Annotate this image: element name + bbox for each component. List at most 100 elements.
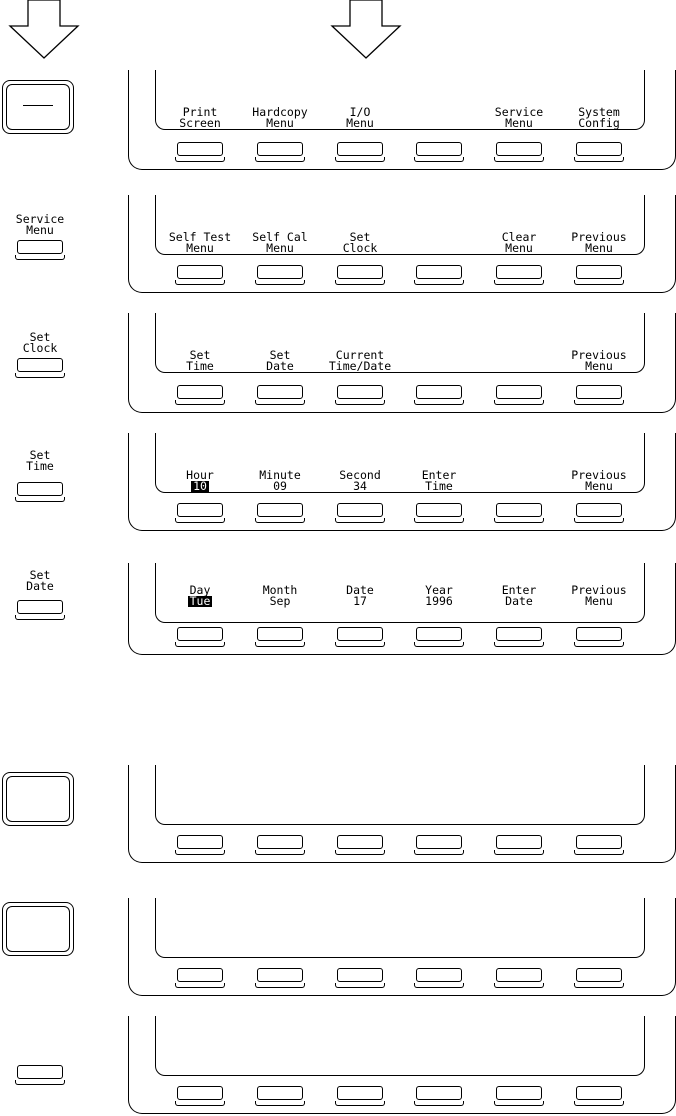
softkey-button-6[interactable] bbox=[574, 385, 624, 405]
softkey-label-line1: Clear bbox=[501, 230, 537, 244]
softkey-button-6[interactable] bbox=[574, 1086, 624, 1106]
softkey-button-3[interactable] bbox=[335, 265, 385, 285]
softkey-label-line1: Hardcopy bbox=[252, 105, 308, 119]
softkey-label-line2: Time bbox=[186, 359, 214, 373]
softkey-button-1[interactable] bbox=[175, 503, 225, 523]
softkey-button-1[interactable] bbox=[175, 385, 225, 405]
softkey-button-4[interactable] bbox=[414, 265, 464, 285]
softkey-button-5[interactable] bbox=[494, 835, 544, 855]
softkey-button-5[interactable] bbox=[494, 385, 544, 405]
softkey-button-6[interactable] bbox=[574, 835, 624, 855]
softkey-button-4[interactable] bbox=[414, 142, 464, 162]
softkey-button-3[interactable] bbox=[335, 835, 385, 855]
hardkey-button[interactable] bbox=[2, 902, 74, 956]
softkey-button-4[interactable] bbox=[414, 627, 464, 647]
softkey-label-line1: Self Test bbox=[168, 230, 232, 244]
softkey-button-1[interactable] bbox=[175, 265, 225, 285]
softkey-button-2[interactable] bbox=[255, 627, 305, 647]
softkey-button-2[interactable] bbox=[255, 1086, 305, 1106]
softkey-button-6[interactable] bbox=[574, 503, 624, 523]
softkey-label-line2: Clock bbox=[342, 241, 378, 255]
shortcut-key-button[interactable] bbox=[15, 358, 65, 378]
down-arrow-icon bbox=[8, 0, 80, 60]
softkey-button-6[interactable] bbox=[574, 968, 624, 988]
softkey-label-line1: Previous bbox=[571, 468, 627, 482]
hardkey-button[interactable] bbox=[2, 772, 74, 826]
softkey-label-line2: Sep bbox=[269, 594, 291, 608]
hardkey-face bbox=[6, 776, 70, 822]
softkey-button-4[interactable] bbox=[414, 1086, 464, 1106]
softkey-button-3[interactable] bbox=[335, 627, 385, 647]
softkey-button-1[interactable] bbox=[175, 142, 225, 162]
softkey-button-3[interactable] bbox=[335, 1086, 385, 1106]
softkey-label-line1: Day bbox=[189, 583, 211, 597]
softkey-label-line1: Month bbox=[262, 583, 298, 597]
softkey-button-2[interactable] bbox=[255, 503, 305, 523]
softkey-label-line2: Date bbox=[266, 359, 294, 373]
softkey-button-2[interactable] bbox=[255, 968, 305, 988]
softkey-button-1[interactable] bbox=[175, 835, 225, 855]
softkey-button-5[interactable] bbox=[494, 142, 544, 162]
softkey-button-3[interactable] bbox=[335, 503, 385, 523]
softkey-label-line1: Enter bbox=[421, 468, 457, 482]
softkey-label-line1: Previous bbox=[571, 230, 627, 244]
softkey-button-5[interactable] bbox=[494, 627, 544, 647]
softkey-button-2[interactable] bbox=[255, 142, 305, 162]
softkey-button-6[interactable] bbox=[574, 627, 624, 647]
shortcut-key-button[interactable] bbox=[15, 482, 65, 502]
shortcut-key-button[interactable] bbox=[15, 240, 65, 260]
display-screen bbox=[155, 433, 645, 493]
softkey-button-1[interactable] bbox=[175, 1086, 225, 1106]
softkey-label-line1: Year bbox=[425, 583, 453, 597]
softkey-button-4[interactable] bbox=[414, 835, 464, 855]
softkey-button-6[interactable] bbox=[574, 142, 624, 162]
softkey-button-6[interactable] bbox=[574, 265, 624, 285]
softkey-button-3[interactable] bbox=[335, 968, 385, 988]
softkey-button-1[interactable] bbox=[175, 968, 225, 988]
softkey-button-2[interactable] bbox=[255, 835, 305, 855]
shortcut-key-button[interactable] bbox=[15, 1065, 65, 1085]
softkey-label-line1: Hour bbox=[186, 468, 214, 482]
softkey-button-3[interactable] bbox=[335, 142, 385, 162]
softkey-button-1[interactable] bbox=[175, 627, 225, 647]
softkey-button-5[interactable] bbox=[494, 1086, 544, 1106]
softkey-button-3[interactable] bbox=[335, 385, 385, 405]
softkey-label-line1: Previous bbox=[571, 583, 627, 597]
softkey-label-line2: Menu bbox=[186, 241, 214, 255]
display-screen bbox=[155, 313, 645, 373]
softkey-button-2[interactable] bbox=[255, 265, 305, 285]
softkey-button-4[interactable] bbox=[414, 503, 464, 523]
dash-icon bbox=[23, 105, 53, 106]
hardkey-face bbox=[6, 906, 70, 952]
display-screen bbox=[155, 70, 645, 130]
shortcut-key-button[interactable] bbox=[15, 600, 65, 620]
softkey-button-5[interactable] bbox=[494, 265, 544, 285]
softkey-label-line1: Minute bbox=[259, 468, 301, 482]
hardkey-button[interactable] bbox=[2, 80, 74, 134]
softkey-button-4[interactable] bbox=[414, 385, 464, 405]
softkey-label-line2: Tue bbox=[187, 594, 213, 608]
softkey-panel bbox=[128, 1016, 676, 1114]
softkey-label-line2: Menu bbox=[266, 241, 294, 255]
softkey-button-5[interactable] bbox=[494, 503, 544, 523]
softkey-button-4[interactable] bbox=[414, 968, 464, 988]
softkey-label-line2: Menu bbox=[585, 359, 613, 373]
softkey-label-line2: Config bbox=[578, 116, 620, 130]
softkey-button-5[interactable] bbox=[494, 968, 544, 988]
softkey-button-2[interactable] bbox=[255, 385, 305, 405]
softkey-label-line2: 34 bbox=[353, 479, 367, 493]
